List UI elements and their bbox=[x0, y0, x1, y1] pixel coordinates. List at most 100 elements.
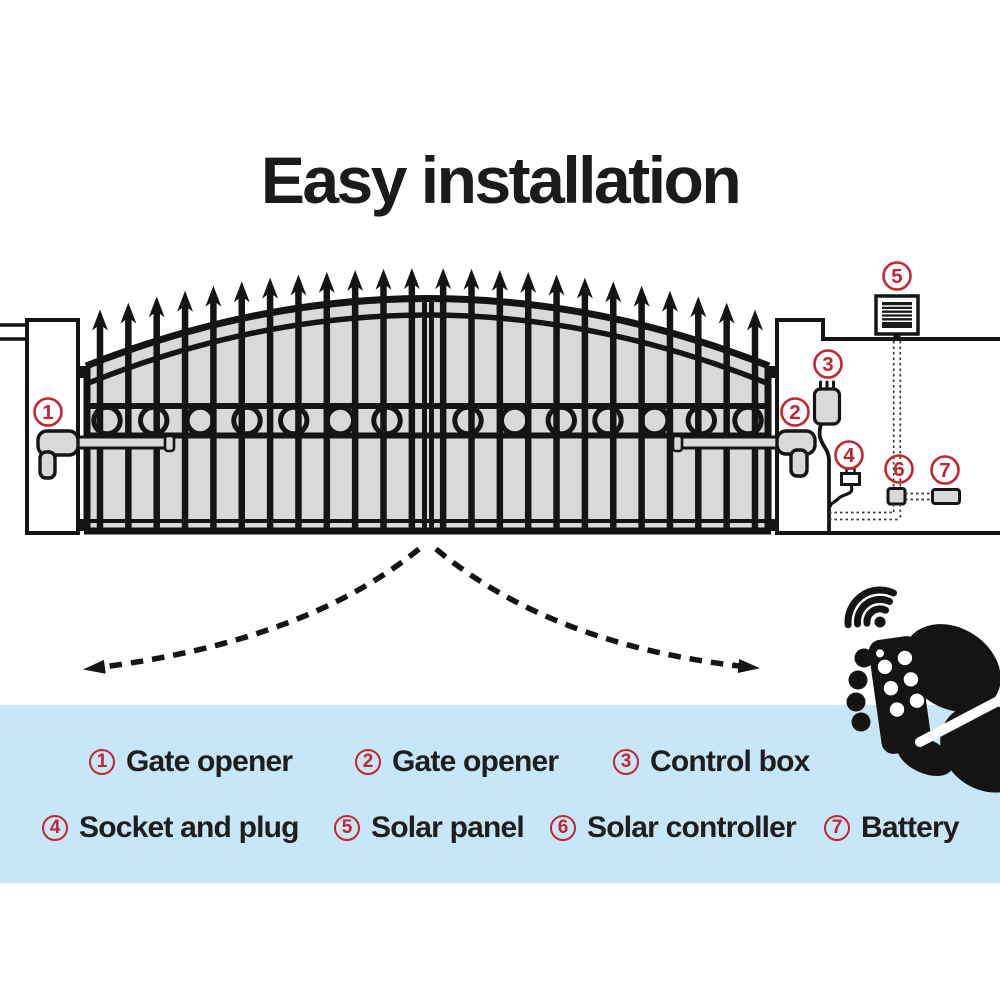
spear-finial-icon bbox=[633, 285, 650, 307]
legend-item-7: 7 Battery bbox=[824, 811, 960, 845]
remote-button bbox=[903, 672, 919, 687]
legend-num-2: 2 bbox=[355, 749, 381, 775]
spear-finial-icon bbox=[576, 277, 593, 299]
svg-text:6: 6 bbox=[893, 458, 904, 481]
legend-label-5: Solar panel bbox=[371, 811, 525, 844]
gate-ring bbox=[91, 404, 123, 437]
spear-finial-icon bbox=[205, 285, 222, 307]
gate-ring bbox=[278, 404, 310, 437]
legend-num-3: 3 bbox=[613, 749, 639, 775]
spear-finial-icon bbox=[718, 302, 735, 324]
legend-item-5: 5 Solar panel bbox=[334, 811, 525, 845]
remote-button bbox=[897, 650, 913, 666]
gate-ring bbox=[592, 404, 624, 437]
callout-7: 7 bbox=[930, 455, 960, 485]
spear-finial-icon bbox=[747, 309, 763, 331]
solar-panel bbox=[874, 294, 920, 341]
callout-4: 4 bbox=[834, 440, 864, 470]
legend-item-3: 3 Control box bbox=[613, 745, 810, 779]
gate-ring bbox=[639, 404, 671, 437]
control-box bbox=[812, 380, 842, 531]
callout-2: 2 bbox=[780, 397, 810, 427]
spear-finial-icon bbox=[120, 302, 137, 324]
gate-ring bbox=[545, 404, 577, 437]
gate-ring bbox=[231, 404, 263, 437]
legend-item-6: 6 Solar controller bbox=[550, 811, 797, 845]
remote-button bbox=[883, 680, 899, 696]
page-title: Easy installation bbox=[260, 143, 742, 217]
remote-button bbox=[877, 659, 893, 675]
spear-finial-icon bbox=[262, 277, 279, 299]
legend-label-1: Gate opener bbox=[126, 745, 293, 778]
gate-ring bbox=[685, 404, 717, 437]
hinge bbox=[77, 366, 86, 378]
left-pillar bbox=[25, 318, 80, 535]
gate-arch-inner bbox=[84, 312, 771, 387]
legend-item-4: 4 Socket and plug bbox=[42, 811, 300, 845]
svg-text:5: 5 bbox=[891, 265, 902, 288]
arrowhead-right-icon bbox=[737, 659, 760, 673]
legend-label-3: Control box bbox=[650, 745, 810, 778]
legend-num-5: 5 bbox=[334, 815, 360, 841]
svg-text:2: 2 bbox=[789, 401, 800, 424]
spear-finial-icon bbox=[548, 274, 565, 296]
gate-ring bbox=[732, 404, 764, 437]
legend-label-6: Solar controller bbox=[587, 811, 797, 844]
callout-5: 5 bbox=[882, 261, 912, 291]
gate-ring bbox=[184, 404, 217, 437]
spear-finial-icon bbox=[491, 270, 508, 292]
finger bbox=[854, 648, 874, 668]
spear-finial-icon bbox=[435, 268, 452, 290]
callout-3: 3 bbox=[813, 349, 843, 379]
spear-finial-icon bbox=[177, 290, 194, 312]
svg-text:4: 4 bbox=[843, 444, 855, 467]
callout-6: 6 bbox=[884, 454, 914, 484]
legend-label-4: Socket and plug bbox=[79, 811, 300, 844]
socket-and-plug bbox=[828, 467, 861, 508]
legend-item-1: 1 Gate opener bbox=[89, 745, 293, 779]
spear-finial-icon bbox=[92, 309, 108, 331]
spear-finial-icon bbox=[318, 271, 335, 293]
walls bbox=[0, 318, 1000, 535]
spear-finial-icon bbox=[690, 296, 707, 318]
right-gate-opener bbox=[671, 429, 817, 478]
spear-finial-icon bbox=[520, 271, 537, 293]
hinge bbox=[769, 366, 778, 378]
spear-finial-icon bbox=[148, 296, 165, 318]
right-pillar-and-wall bbox=[775, 318, 1000, 533]
solar-controller bbox=[886, 487, 907, 506]
legend-item-2: 2 Gate opener bbox=[355, 745, 559, 779]
socket-wire bbox=[828, 484, 854, 508]
spear-finial-icon bbox=[605, 281, 622, 303]
callout-1: 1 bbox=[33, 397, 63, 427]
svg-text:3: 3 bbox=[822, 353, 833, 376]
gate-ring bbox=[499, 404, 531, 437]
gate-ring bbox=[452, 404, 484, 437]
legend-num-7: 7 bbox=[824, 815, 850, 841]
spear-finial-icon bbox=[290, 274, 307, 296]
gate-ring bbox=[324, 404, 356, 437]
power-cable bbox=[817, 423, 831, 531]
arrowhead-left-icon bbox=[83, 659, 106, 674]
double-swing-gate bbox=[77, 268, 778, 535]
legend-num-1: 1 bbox=[89, 749, 115, 775]
hinge bbox=[77, 519, 86, 531]
hinge bbox=[769, 519, 778, 531]
gate-swing-arrows bbox=[83, 546, 760, 674]
left-gate-opener bbox=[36, 429, 176, 480]
svg-text:1: 1 bbox=[42, 401, 53, 424]
spear-finial-icon bbox=[233, 281, 250, 303]
legend-label-7: Battery bbox=[861, 811, 960, 844]
spear-finial-icon bbox=[347, 270, 364, 292]
spear-finial-icon bbox=[661, 290, 678, 312]
wiring-dotted-lines bbox=[829, 341, 932, 521]
legend-num-4: 4 bbox=[42, 815, 68, 841]
legend-background bbox=[0, 705, 1000, 883]
finger bbox=[848, 670, 868, 690]
gate-ring bbox=[371, 404, 403, 437]
battery bbox=[931, 488, 961, 505]
gate-ring bbox=[138, 404, 170, 437]
signal-waves-icon bbox=[844, 586, 898, 629]
spear-finial-icon bbox=[375, 268, 392, 290]
